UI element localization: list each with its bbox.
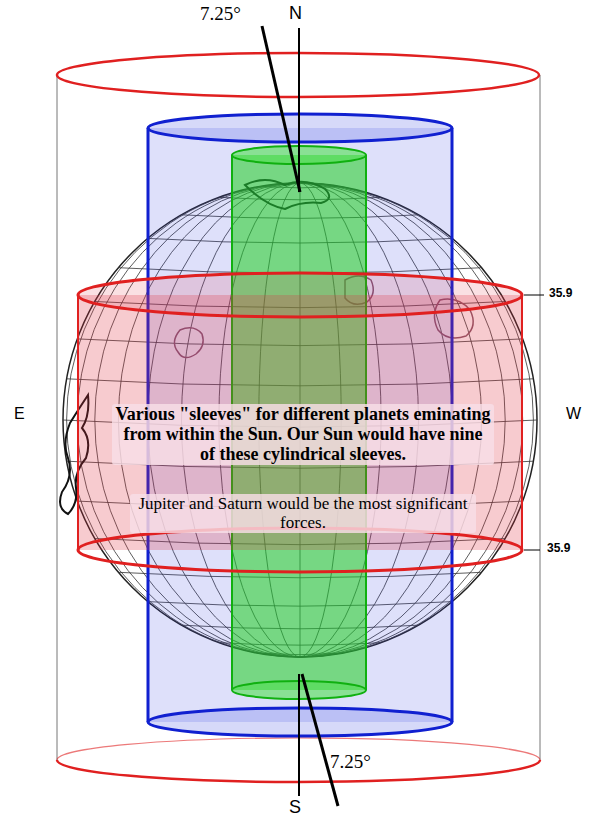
west-label: W	[566, 405, 581, 423]
latitude-label: 35.9	[546, 542, 571, 555]
east-label: E	[14, 405, 25, 423]
angle-label: 7.25°	[200, 4, 241, 25]
tick	[524, 550, 540, 551]
south-label: S	[289, 798, 301, 818]
angle-label: 7.25°	[330, 752, 371, 773]
explanation-note: Various "sleeves" for different planets …	[112, 404, 494, 465]
latitude-label: 35.9	[548, 287, 573, 300]
tick	[524, 295, 544, 296]
north-label: N	[289, 4, 302, 24]
red-band	[78, 273, 522, 572]
explanation-note: Jupiter and Saturn would be the most sig…	[130, 494, 476, 533]
